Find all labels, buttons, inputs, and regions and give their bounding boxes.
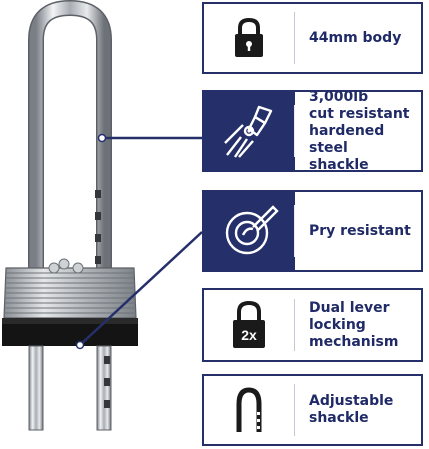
feature-label: 3,000lb cut resistant hardened steel sha… bbox=[309, 88, 410, 173]
feature-dual-lever: 2x Dual lever locking mechanism bbox=[202, 288, 423, 362]
divider bbox=[294, 205, 295, 257]
feature-adjustable-shackle: Adjustable shackle bbox=[202, 374, 423, 446]
feature-cut-resistant: 3,000lb cut resistant hardened steel sha… bbox=[202, 88, 423, 173]
bolt-cutter-icon bbox=[204, 92, 294, 170]
padlock-icon bbox=[204, 4, 294, 72]
feature-label: Adjustable shackle bbox=[309, 393, 394, 426]
badge-2x: 2x bbox=[241, 327, 257, 343]
divider bbox=[294, 12, 295, 64]
divider bbox=[294, 299, 295, 351]
feature-label: Pry resistant bbox=[309, 222, 411, 239]
pry-tool-icon bbox=[204, 192, 294, 270]
feature-label: Dual lever locking mechanism bbox=[309, 299, 399, 350]
feature-pry-resistant: Pry resistant bbox=[202, 190, 423, 272]
feature-body-size: 44mm body bbox=[202, 2, 423, 74]
divider bbox=[294, 105, 295, 157]
padlock-2x-icon: 2x bbox=[204, 290, 294, 360]
feature-label: 44mm body bbox=[309, 29, 402, 46]
shackle-icon bbox=[204, 376, 294, 444]
divider bbox=[294, 384, 295, 436]
padlock-product-image bbox=[2, 0, 138, 431]
